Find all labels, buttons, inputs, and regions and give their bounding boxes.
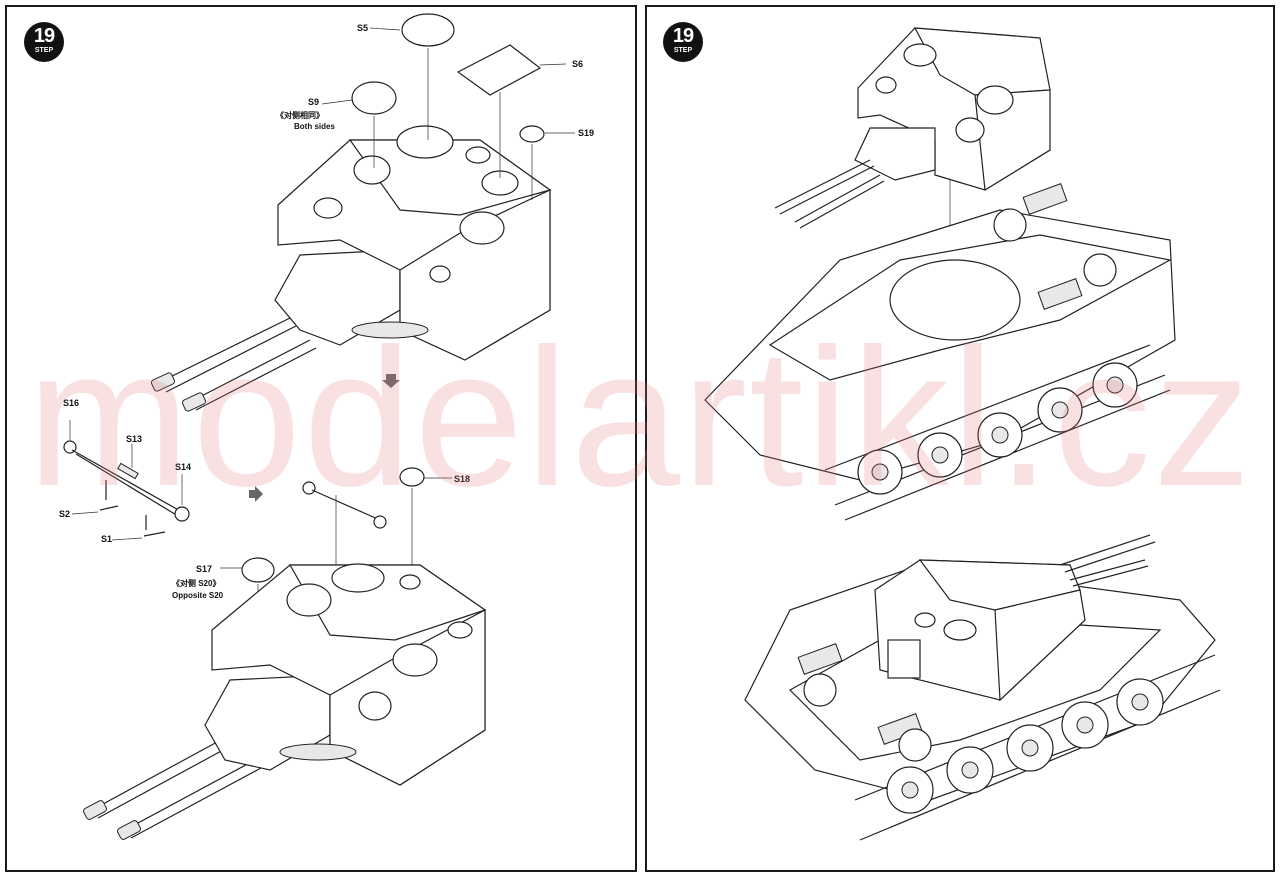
part-s9 — [351, 81, 397, 115]
part-label-s5: S5 — [357, 23, 369, 33]
note-opposite-en: Opposite S20 — [172, 591, 224, 600]
step-word: STEP — [673, 47, 693, 54]
part-label-s19: S19 — [578, 128, 595, 138]
part-s6 — [456, 44, 542, 96]
part-label-s17: S17 — [196, 564, 213, 574]
step-badge-left: 19 STEP — [24, 22, 64, 62]
part-label-s2: S2 — [59, 509, 71, 519]
step-word: STEP — [34, 47, 54, 54]
part-label-s6: S6 — [572, 59, 584, 69]
loose-parts-drawing — [63, 420, 190, 541]
lower-turret-drawing — [83, 467, 487, 840]
part-label-s1: S1 — [101, 534, 113, 544]
part-label-s16: S16 — [63, 398, 80, 408]
part-s5 — [401, 13, 455, 47]
upper-turret-drawing — [150, 13, 575, 412]
part-label-s9: S9 — [308, 97, 320, 107]
step-number: 19 — [33, 25, 55, 47]
down-arrow-icon — [382, 374, 400, 388]
part-label-s18: S18 — [454, 474, 471, 484]
completed-tank-drawing — [744, 534, 1221, 841]
part-s17 — [241, 557, 275, 583]
part-label-s14: S14 — [175, 462, 192, 472]
part-label-s13: S13 — [126, 434, 143, 444]
note-both-sides-en: Both sides — [294, 122, 335, 131]
part-s19 — [519, 125, 545, 143]
right-arrow-icon — [249, 486, 263, 502]
step-number: 19 — [672, 25, 694, 47]
part-s18 — [399, 467, 425, 487]
step-badge-right: 19 STEP — [663, 22, 703, 62]
hull-turret-exploded-drawing — [704, 27, 1176, 521]
note-both-sides-cn: 《对侧相同》 — [276, 111, 324, 120]
note-opposite-cn: 《对侧 S20》 — [172, 579, 221, 588]
